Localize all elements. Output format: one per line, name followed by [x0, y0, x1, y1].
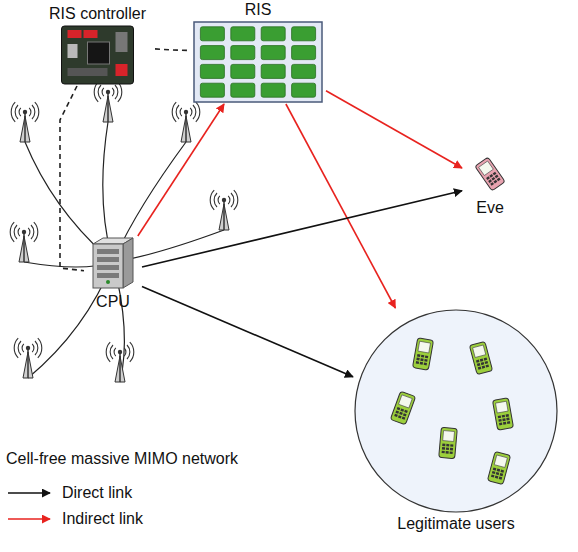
access-point-antenna	[94, 82, 122, 122]
link-arrow	[142, 191, 462, 267]
legend-entry: Indirect link	[6, 510, 143, 528]
phone-icon	[493, 398, 514, 430]
legend-line-sample	[6, 512, 52, 526]
control-link	[60, 86, 84, 271]
link-arrow	[326, 91, 462, 168]
user-group: Legitimate users	[353, 308, 559, 534]
link-arrow	[142, 286, 353, 376]
legend-text: Direct link	[62, 484, 132, 502]
access-point-antenna	[172, 102, 200, 142]
node-label: RIS controller	[49, 4, 146, 24]
phone-icon	[487, 451, 510, 484]
link-arrow	[138, 104, 224, 236]
access-point-antenna	[14, 338, 42, 378]
ris-panel: RIS	[190, 0, 326, 104]
legend-entry: Direct link	[6, 484, 132, 502]
chip-icon	[40, 24, 155, 86]
link-arrow	[286, 104, 395, 308]
phone-icon	[413, 338, 434, 370]
backhaul-wires	[24, 122, 224, 382]
phone-icon	[475, 157, 505, 191]
network-caption: Cell-free massive MIMO network	[6, 450, 238, 468]
controller-box: RIS controller	[40, 4, 155, 86]
legend-line-sample	[6, 486, 52, 500]
node-label: Eve	[476, 198, 504, 218]
eavesdropper: Eve	[462, 150, 518, 218]
cpu-server: CPU	[84, 236, 142, 312]
access-point-antenna	[106, 342, 134, 382]
ris-icon	[190, 20, 326, 104]
access-point-antenna	[11, 102, 39, 142]
phone-icon	[462, 150, 518, 198]
node-label: Legitimate users	[397, 514, 514, 534]
access-point-antenna	[10, 222, 38, 262]
control-link	[155, 49, 190, 51]
users-icon	[353, 308, 559, 514]
access-point-antenna	[210, 190, 238, 230]
phone-icon	[439, 427, 458, 458]
node-label: CPU	[96, 292, 130, 312]
legend-text: Indirect link	[62, 510, 143, 528]
node-label: RIS	[245, 0, 272, 20]
phone-icon	[390, 391, 415, 425]
cpu-icon	[84, 236, 142, 292]
phone-icon	[469, 341, 492, 374]
